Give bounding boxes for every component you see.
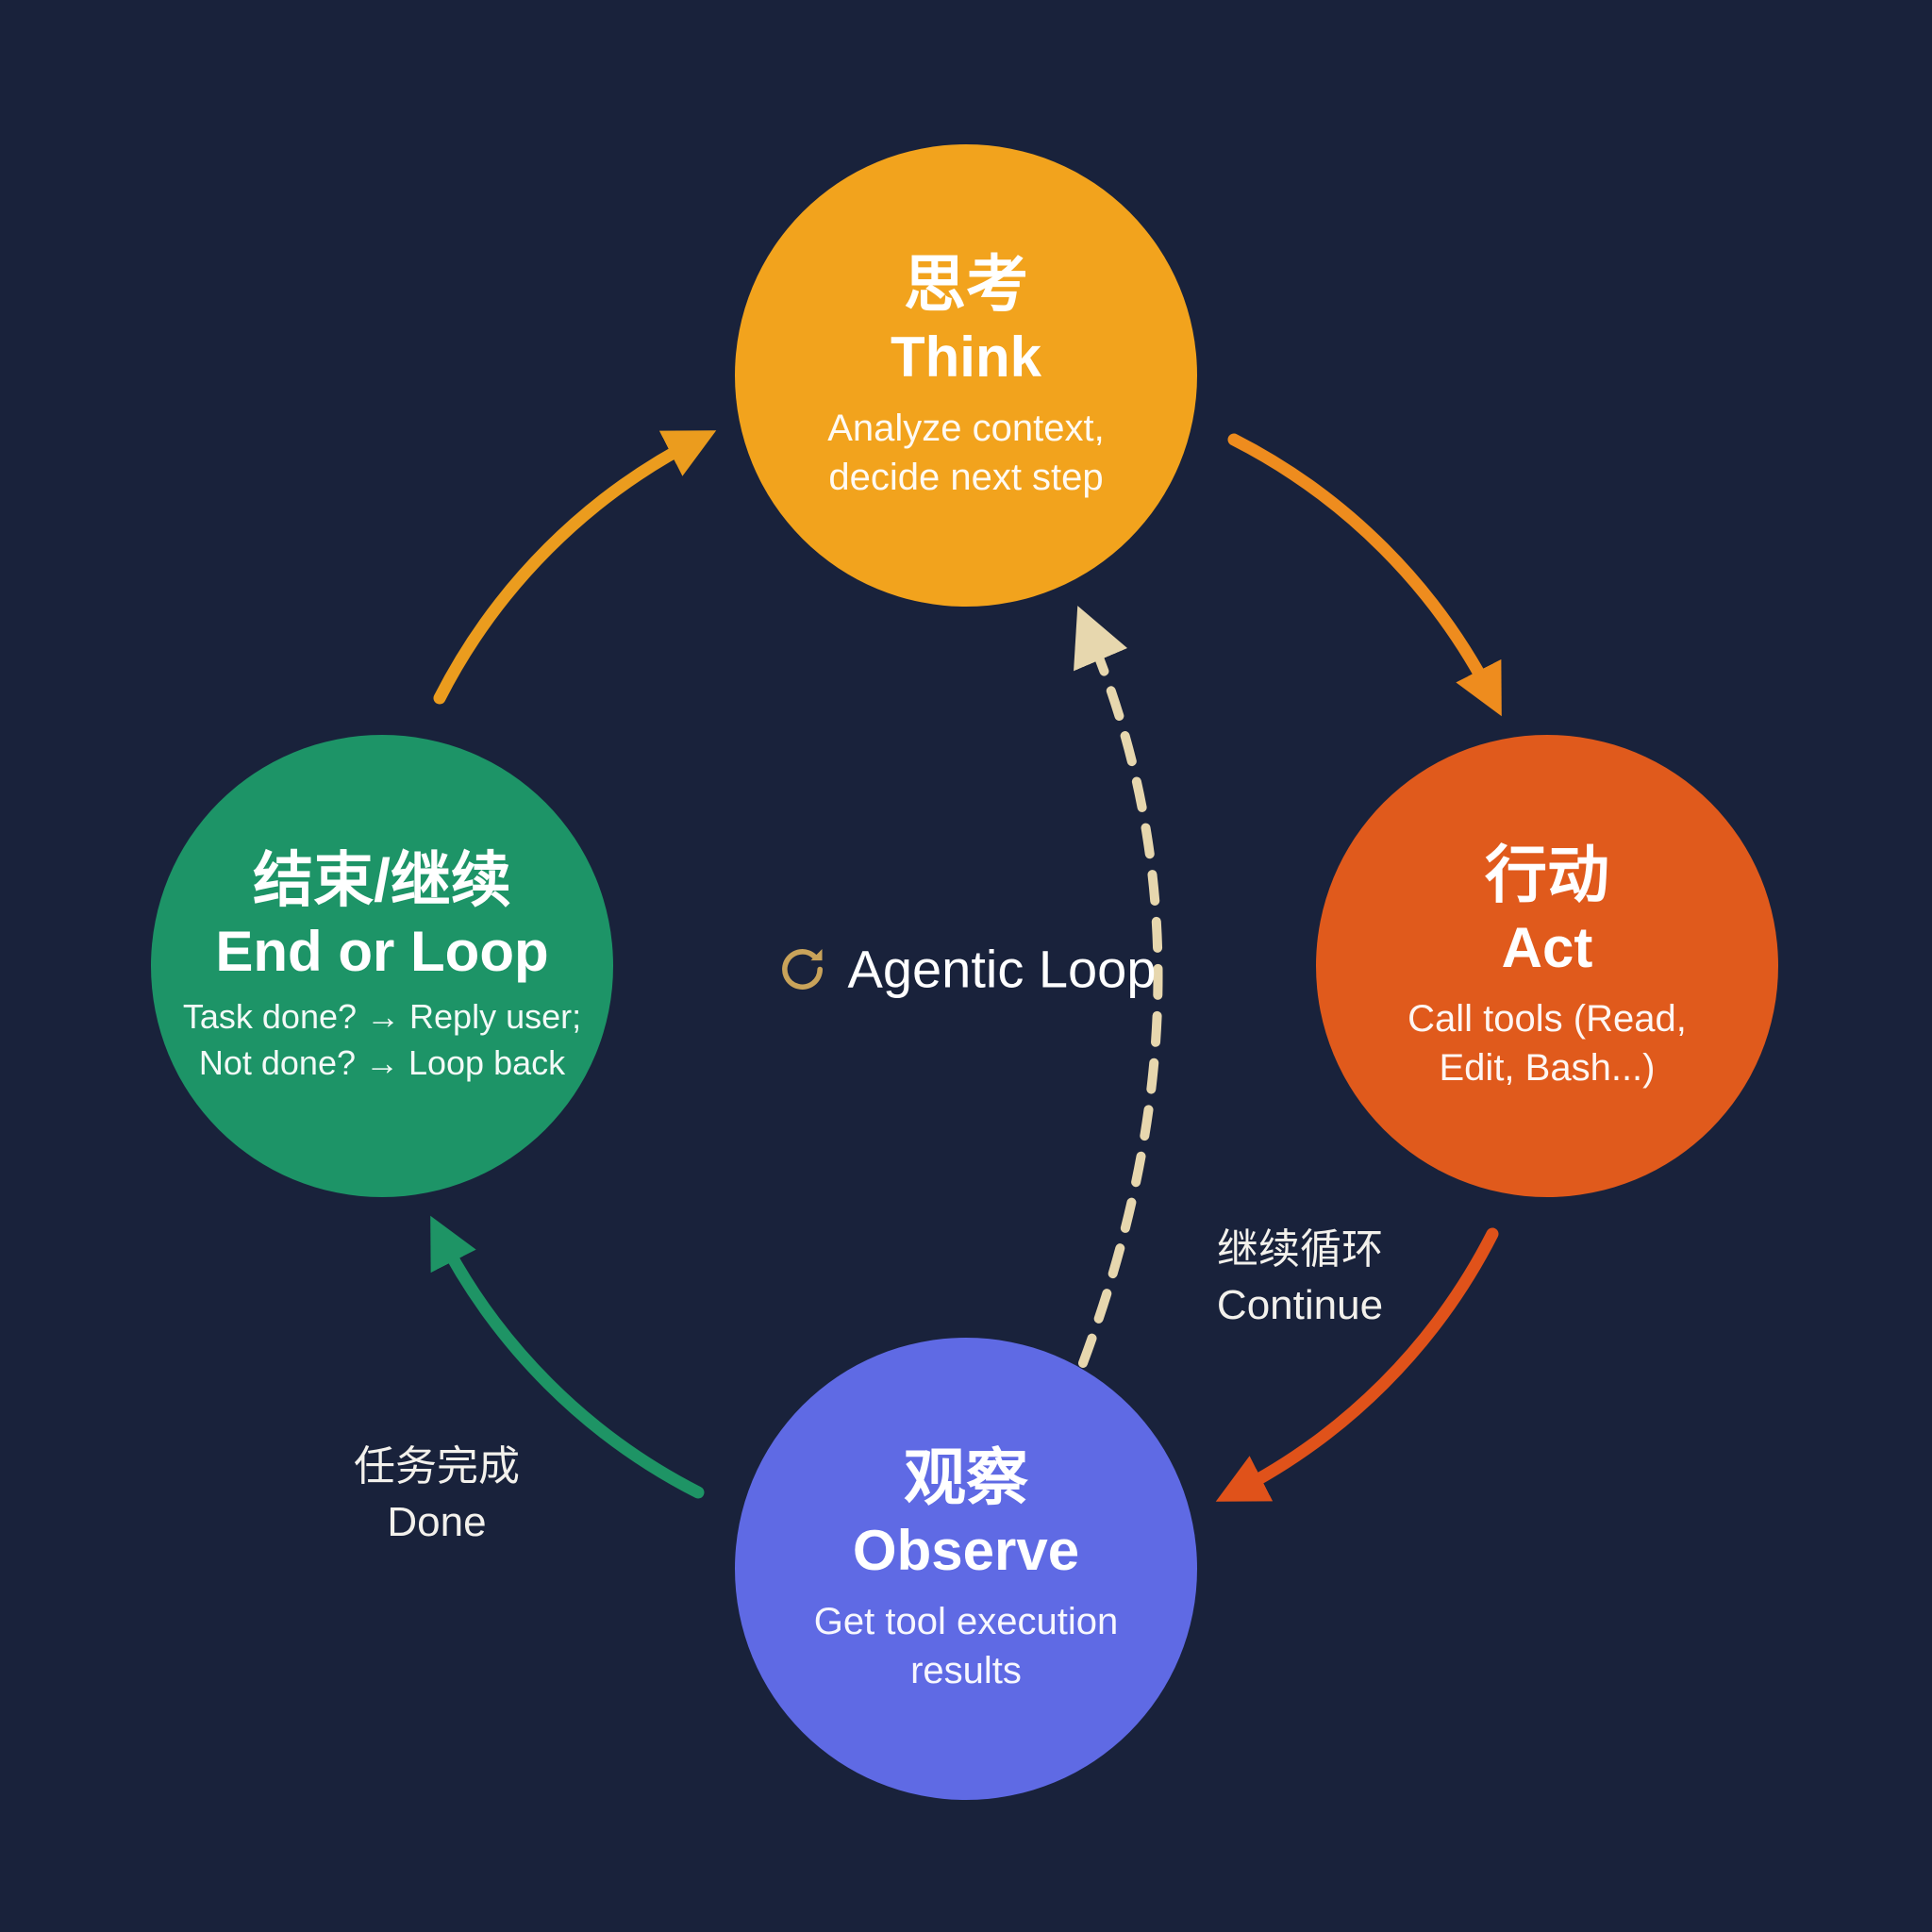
arrow-loop-to-think — [433, 430, 717, 705]
loop-icon — [782, 948, 824, 990]
node-observe: 观察 Observe Get tool execution results — [735, 1338, 1197, 1800]
think-title-en: Think — [891, 325, 1041, 389]
observe-description: Get tool execution results — [813, 1600, 1119, 1691]
center-label: Agentic Loop — [776, 939, 1157, 1000]
label-done: 任务完成 Done — [354, 1439, 520, 1551]
label-continue-zh: 继续循环 — [1216, 1226, 1383, 1273]
end-or-loop-description: Task done? → Reply user; Not done? → Loo… — [183, 994, 581, 1086]
end-or-loop-desc-line2: Not done? → Loop back — [198, 1042, 566, 1082]
label-continue: 继续循环 Continue — [1217, 1222, 1383, 1334]
end-or-loop-desc-line1: Task done? → Reply user; — [182, 997, 582, 1037]
node-end-or-loop: 结束/继续 End or Loop Task done? → Reply use… — [151, 735, 613, 1197]
act-title-en: Act — [1501, 915, 1593, 979]
observe-title-zh: 观察 — [904, 1442, 1028, 1513]
act-description: Call tools (Read, Edit, Bash...) — [1407, 997, 1687, 1089]
loop-icon-arc — [782, 948, 824, 990]
label-done-zh: 任务完成 — [354, 1443, 520, 1490]
act-title-zh: 行动 — [1485, 840, 1609, 910]
node-act: 行动 Act Call tools (Read, Edit, Bash...) — [1316, 735, 1778, 1197]
think-title-zh: 思考 — [904, 249, 1028, 320]
think-description: Analyze context, decide next step — [827, 407, 1105, 498]
label-done-en: Done — [387, 1499, 487, 1546]
arrow-think-to-act — [1227, 433, 1502, 717]
end-or-loop-title-en: End or Loop — [215, 920, 549, 984]
label-continue-en: Continue — [1216, 1282, 1384, 1329]
node-think: 思考 Think Analyze context, decide next st… — [735, 144, 1197, 607]
observe-title-en: Observe — [852, 1518, 1080, 1582]
end-or-loop-title-zh: 结束/继续 — [253, 845, 511, 914]
center-title: Agentic Loop — [847, 939, 1157, 999]
